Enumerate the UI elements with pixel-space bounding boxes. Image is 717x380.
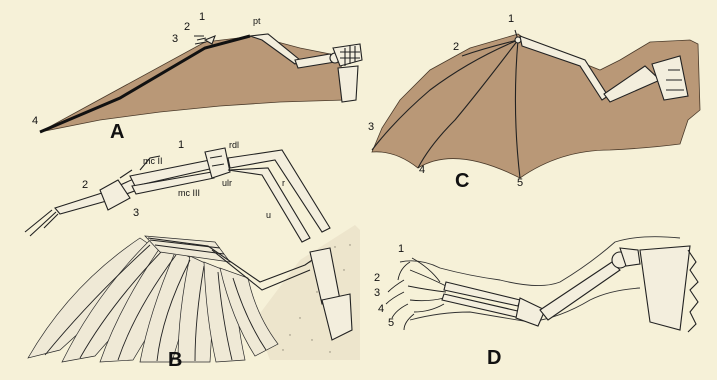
panel-d-digit-5-label: 5 <box>388 317 394 329</box>
panel-a-digit-3-label: 3 <box>172 33 178 45</box>
panel-d-digit-4-label: 4 <box>378 303 384 315</box>
panel-b-metacarpal-3-label: mc III <box>178 188 200 198</box>
panel-b-letter: B <box>168 349 182 371</box>
panel-c-digit-2-label: 2 <box>453 41 459 53</box>
panel-b-ulnare-label: ulr <box>222 178 232 188</box>
panel-b-radius-label: r <box>282 178 285 188</box>
panel-b-digit-2-label: 2 <box>82 179 88 191</box>
panel-b-metacarpal-2-label: mc II <box>143 156 163 166</box>
panel-b-ulna-label: u <box>266 210 271 220</box>
panel-a-digit-2-label: 2 <box>184 21 190 33</box>
panel-d-digit-2-label: 2 <box>374 272 380 284</box>
pterosaur-wing-membrane <box>40 36 345 132</box>
panel-c-digit-5-label: 5 <box>517 177 523 189</box>
bird-feathers <box>28 236 278 362</box>
human-arm-bones <box>442 248 640 326</box>
panel-c-digit-4-label: 4 <box>419 164 425 176</box>
panel-a-pteroid-label: pt <box>253 16 261 26</box>
human-shoulder-blade <box>640 246 698 332</box>
panel-b-bird-wing: 1 2 3 rdl mc II mc III ulr r u B <box>25 139 360 371</box>
panel-d-human-arm: 1 2 3 4 5 D <box>374 237 698 369</box>
panel-a-digit-4-label: 4 <box>32 115 38 127</box>
panel-c-digit-1-label: 1 <box>508 13 514 25</box>
panel-d-digit-3-label: 3 <box>374 287 380 299</box>
panel-d-letter: D <box>487 347 501 369</box>
human-hand-outline <box>386 258 446 330</box>
panel-c-bat-wing: 1 2 3 4 5 C <box>368 13 700 192</box>
panel-d-digit-1-label: 1 <box>398 243 404 255</box>
panel-b-digit-3-label: 3 <box>133 207 139 219</box>
panel-b-radiale-label: rdl <box>229 140 239 150</box>
panel-a-digit-1-label: 1 <box>199 11 205 23</box>
panel-a-pterosaur-wing: 1 2 3 4 pt A <box>32 11 362 143</box>
bat-wing-membrane <box>372 34 700 178</box>
panel-c-letter: C <box>455 170 469 192</box>
panel-b-digit-1-label: 1 <box>178 139 184 151</box>
panel-a-letter: A <box>110 121 124 143</box>
panel-c-digit-3-label: 3 <box>368 121 374 133</box>
